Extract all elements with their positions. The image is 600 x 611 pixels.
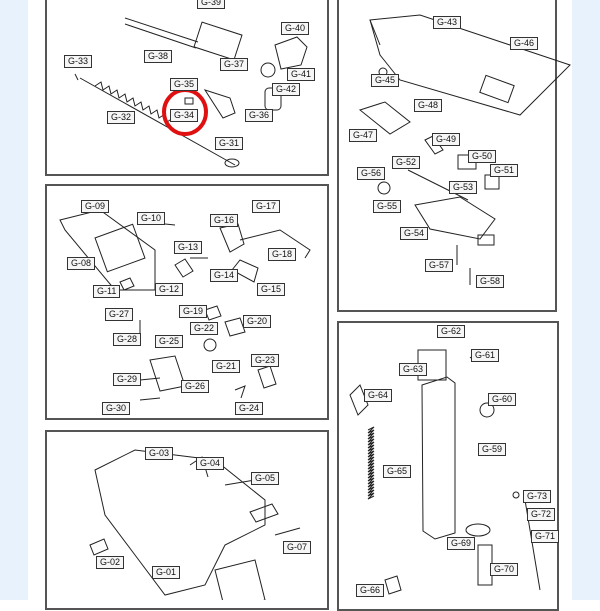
- part-label-g72: G-72: [527, 508, 556, 521]
- part-label-g27: G-27: [105, 308, 134, 321]
- part-label-g45: G-45: [371, 74, 400, 87]
- part-label-g33: G-33: [64, 55, 93, 68]
- part-label-g58: G-58: [476, 275, 505, 288]
- part-label-g73: G-73: [523, 490, 552, 503]
- part-label-g60: G-60: [488, 393, 517, 406]
- part-label-g49: G-49: [432, 133, 461, 146]
- part-label-g14: G-14: [210, 269, 239, 282]
- part-label-g37: G-37: [220, 58, 249, 71]
- part-label-g71: G-71: [531, 530, 560, 543]
- part-label-g70: G-70: [490, 563, 519, 576]
- part-label-g08: G-08: [67, 257, 96, 270]
- part-label-g62: G-62: [437, 325, 466, 338]
- part-label-g28: G-28: [113, 333, 142, 346]
- part-label-g69: G-69: [447, 537, 476, 550]
- part-label-g47: G-47: [349, 129, 378, 142]
- part-label-g03: G-03: [145, 447, 174, 460]
- part-label-g40: G-40: [281, 22, 310, 35]
- part-label-g56: G-56: [357, 167, 386, 180]
- part-label-g11: G-11: [93, 285, 121, 298]
- part-label-g31: G-31: [215, 137, 244, 150]
- part-label-g59: G-59: [478, 443, 507, 456]
- slide-part: [369, 14, 571, 116]
- part-label-g63: G-63: [399, 363, 428, 376]
- part-label-g12: G-12: [155, 283, 184, 296]
- part-label-g38: G-38: [144, 50, 173, 63]
- part-label-g39: G-39: [197, 0, 226, 9]
- part-label-g09: G-09: [81, 200, 110, 213]
- part-label-g42: G-42: [272, 83, 301, 96]
- part-label-g23: G-23: [251, 354, 280, 367]
- part-label-g02: G-02: [96, 556, 125, 569]
- part-label-g46: G-46: [510, 37, 539, 50]
- part-label-g48: G-48: [414, 99, 443, 112]
- left-page-border: [0, 0, 28, 600]
- part-label-g53: G-53: [449, 181, 478, 194]
- part-label-g10: G-10: [137, 212, 166, 225]
- part-label-g66: G-66: [356, 584, 385, 597]
- part-label-g13: G-13: [174, 241, 203, 254]
- part-label-g43: G-43: [433, 16, 462, 29]
- part-label-g52: G-52: [392, 156, 421, 169]
- part-label-g20: G-20: [243, 315, 272, 328]
- part-label-g07: G-07: [283, 541, 312, 554]
- right-page-border: [572, 0, 600, 600]
- part-label-g32: G-32: [107, 111, 136, 124]
- part-label-g22: G-22: [190, 322, 219, 335]
- part-label-g26: G-26: [181, 380, 210, 393]
- part-label-g34: G-34: [170, 109, 199, 122]
- part-label-g61: G-61: [471, 349, 500, 362]
- part-label-g55: G-55: [373, 200, 402, 213]
- part-label-g17: G-17: [252, 200, 281, 213]
- barrel-part: [124, 17, 243, 61]
- part-label-g29: G-29: [113, 373, 142, 386]
- part-label-g04: G-04: [196, 457, 225, 470]
- part-label-g64: G-64: [364, 389, 393, 402]
- part-label-g16: G-16: [210, 214, 239, 227]
- part-label-g65: G-65: [383, 465, 412, 478]
- part-label-g19: G-19: [179, 305, 208, 318]
- part-label-g35: G-35: [170, 78, 199, 91]
- part-label-g50: G-50: [468, 150, 497, 163]
- part-label-g30: G-30: [102, 402, 131, 415]
- recoil-guide-rod-part: [74, 73, 240, 168]
- part-label-g18: G-18: [268, 248, 297, 261]
- part-label-g24: G-24: [235, 402, 264, 415]
- magazine-part: [349, 349, 541, 595]
- part-label-g25: G-25: [155, 335, 184, 348]
- part-label-g41: G-41: [287, 68, 316, 81]
- part-label-g01: G-01: [152, 566, 181, 579]
- part-label-g36: G-36: [245, 109, 274, 122]
- part-label-g15: G-15: [257, 283, 286, 296]
- part-label-g21: G-21: [212, 360, 241, 373]
- panel-frame-assembly: [45, 430, 329, 610]
- recoil-spring-part: [94, 81, 174, 123]
- part-label-g05: G-05: [251, 472, 280, 485]
- part-label-g51: G-51: [490, 164, 519, 177]
- part-label-g54: G-54: [400, 227, 429, 240]
- part-label-g57: G-57: [425, 259, 454, 272]
